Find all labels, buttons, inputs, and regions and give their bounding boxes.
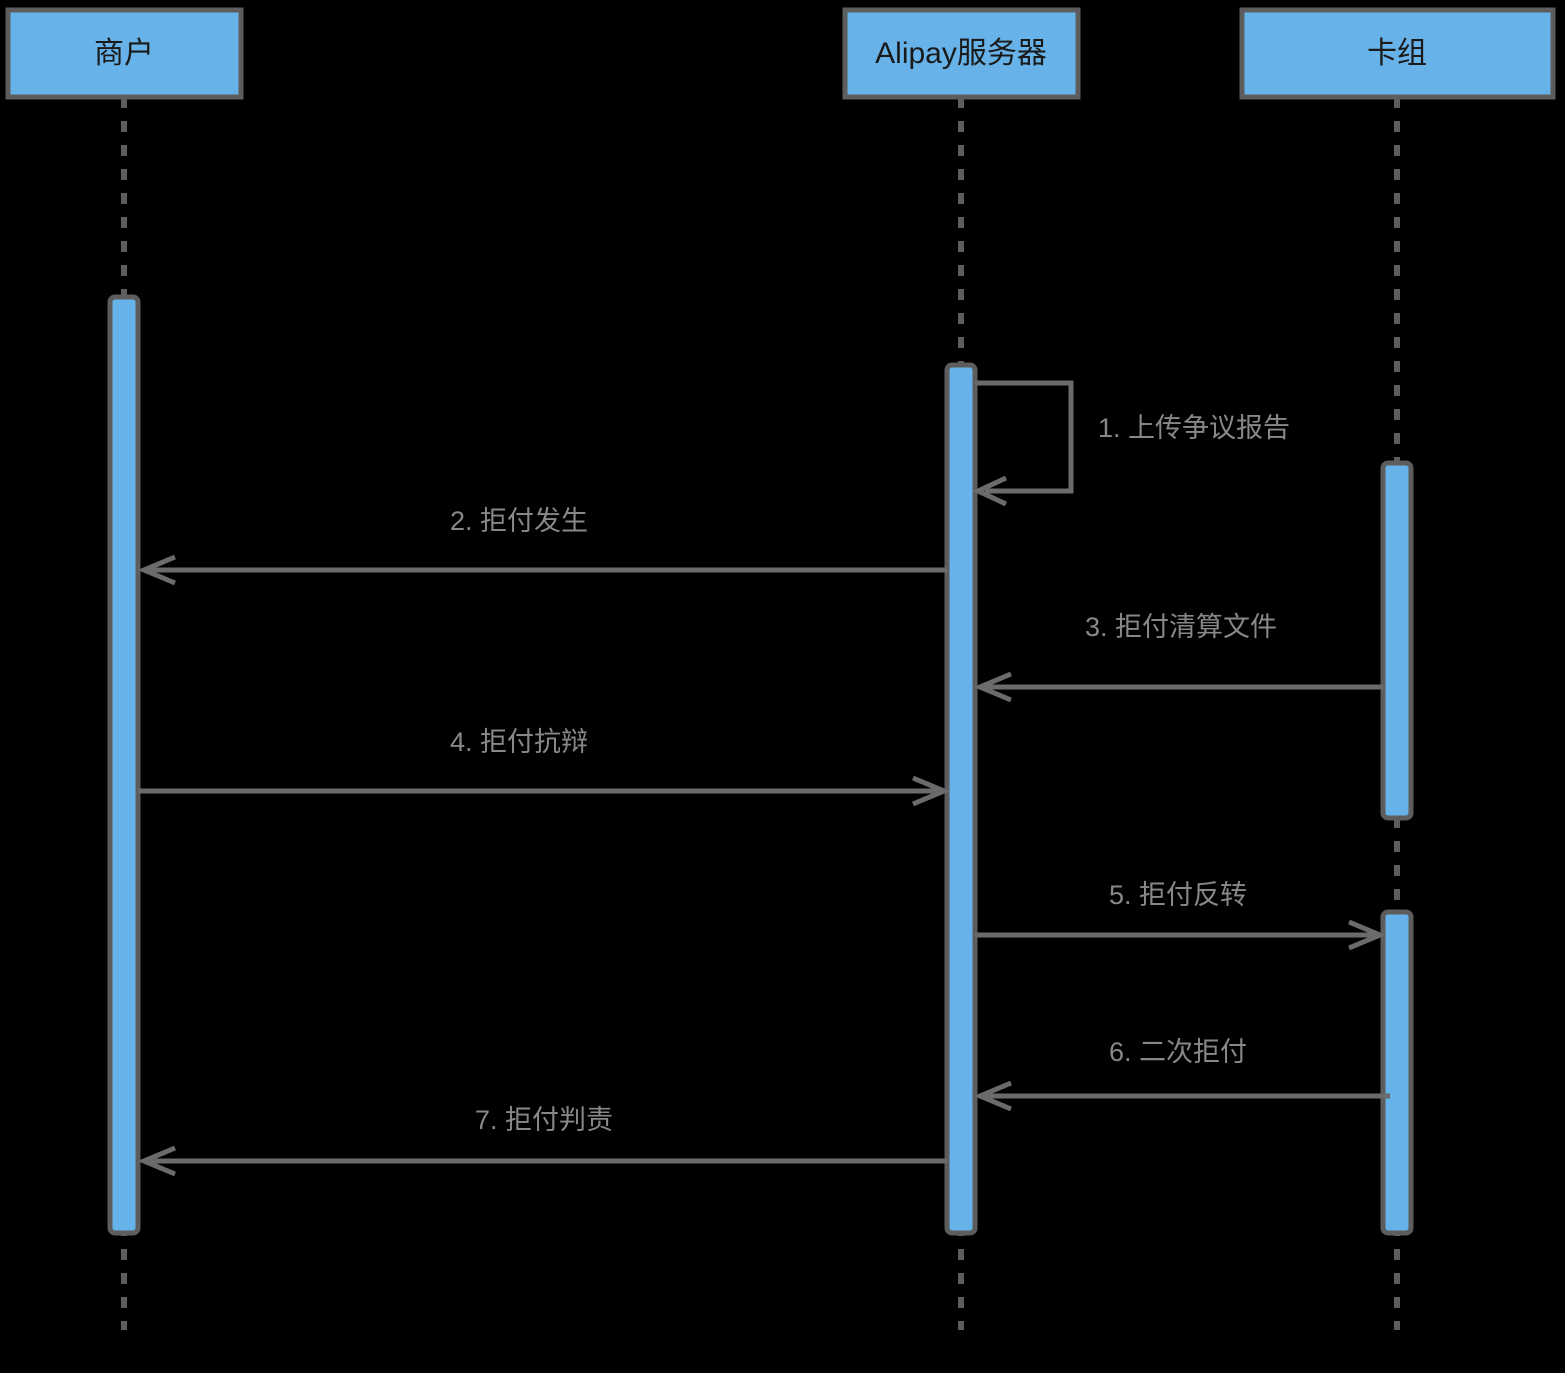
message-7 [137, 1145, 947, 1177]
message-label-2: 2. 拒付发生 [450, 506, 588, 536]
message-5 [975, 919, 1387, 951]
message-3-arrowhead [973, 671, 1012, 703]
lifelines [121, 97, 1400, 1330]
message-1-arrowhead [972, 475, 1008, 507]
activation-bar-merchant [107, 294, 141, 1236]
message-label-5: 5. 拒付反转 [1109, 880, 1247, 910]
activation-bars [107, 294, 1414, 1236]
participant-label-cardscheme: 卡组 [1367, 37, 1427, 70]
message-6-arrowhead [973, 1080, 1012, 1112]
participant-label-alipay: Alipay服务器 [875, 37, 1047, 70]
message-1-self-loop [972, 380, 1074, 507]
participant-label-merchant: 商户 [94, 37, 154, 70]
message-label-1: 1. 上传争议报告 [1098, 413, 1290, 443]
message-2-arrowhead [137, 554, 176, 586]
message-4-arrowhead [912, 775, 951, 807]
message-1-line [975, 380, 1074, 494]
message-7-arrowhead [137, 1145, 176, 1177]
activation-bar-cardscheme-1 [1380, 460, 1414, 821]
message-6 [973, 1080, 1390, 1112]
activation-bar-alipay [944, 362, 978, 1236]
participant-box-cardscheme[interactable] [1239, 7, 1556, 100]
message-5-arrowhead [1348, 919, 1387, 951]
message-label-4: 4. 拒付抗辩 [450, 727, 588, 757]
message-4 [138, 775, 951, 807]
message-2 [137, 554, 947, 586]
message-label-3: 3. 拒付清算文件 [1085, 612, 1277, 642]
participant-box-merchant[interactable] [5, 7, 244, 100]
message-label-7: 7. 拒付判责 [475, 1105, 613, 1135]
message-labels: 1. 上传争议报告 2. 拒付发生 3. 拒付清算文件 4. 拒付抗辩 5. 拒… [450, 413, 1290, 1135]
activation-bar-cardscheme-2 [1380, 909, 1414, 1236]
participant-box-alipay[interactable] [842, 7, 1081, 100]
participant-boxes: 商户 Alipay服务器 卡组 [5, 7, 1556, 100]
message-3 [973, 671, 1383, 703]
message-label-6: 6. 二次拒付 [1109, 1037, 1247, 1067]
